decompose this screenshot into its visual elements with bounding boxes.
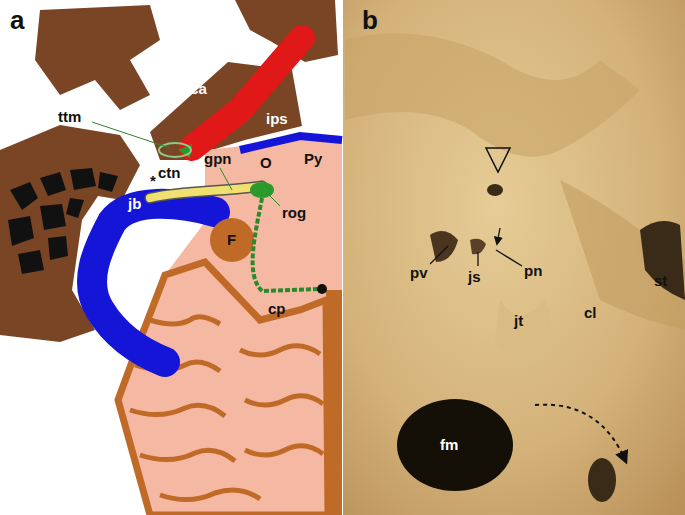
leader-line — [430, 246, 448, 264]
condylar-hole — [588, 458, 616, 502]
panel-letter: a — [10, 6, 24, 34]
air-cell — [18, 250, 44, 274]
brain-region — [118, 138, 342, 515]
air-cell — [70, 168, 96, 190]
nerve-end — [317, 284, 327, 294]
foramen-hole — [430, 231, 458, 262]
jugular-tubercle — [495, 300, 551, 363]
dashed-arrow — [535, 405, 626, 462]
leader-lines — [92, 122, 280, 206]
folium — [130, 405, 225, 416]
nerve-outline — [150, 186, 262, 198]
folium — [245, 396, 323, 405]
leader-lines — [430, 228, 522, 266]
carotid-artery — [192, 38, 302, 148]
petrosal-sinus — [240, 136, 342, 150]
bone-shape — [35, 5, 160, 110]
foramen-hole — [470, 239, 486, 255]
cerebellum — [118, 262, 328, 515]
canal-hole — [487, 184, 503, 196]
air-cell — [48, 236, 68, 260]
air-cell — [8, 216, 34, 246]
air-cell — [10, 182, 38, 210]
folium — [240, 346, 320, 355]
triangle-marker — [486, 148, 510, 172]
part-label: st — [654, 272, 667, 289]
air-cell — [40, 172, 66, 196]
folium — [140, 450, 235, 461]
part-label: ica — [186, 80, 207, 97]
air-cell — [40, 204, 66, 230]
sinus-groove — [640, 221, 685, 300]
part-label: F — [227, 231, 236, 248]
photo-ground — [343, 0, 685, 515]
panel-ground — [0, 0, 342, 515]
part-label: cl — [584, 304, 597, 321]
bone-ridge — [345, 33, 640, 156]
ctn-ring — [159, 143, 191, 157]
bone-strip — [326, 290, 342, 515]
cp-nerve — [253, 198, 318, 291]
leader-line — [92, 122, 170, 148]
foramen — [210, 218, 254, 262]
folium — [150, 317, 220, 324]
part-label: O — [260, 154, 272, 171]
part-label: js — [468, 268, 481, 285]
nerve-plexus — [250, 182, 274, 198]
part-label: * — [150, 172, 156, 189]
air-cell — [98, 172, 118, 192]
part-label: ips — [266, 110, 288, 127]
leader-line — [220, 168, 232, 190]
part-label: pn — [524, 262, 542, 279]
air-cell — [66, 198, 84, 218]
part-label: pv — [410, 264, 428, 281]
arrow — [497, 228, 500, 244]
part-label: ctn — [158, 164, 181, 181]
part-label: jt — [514, 312, 523, 329]
nerve — [150, 186, 262, 198]
part-label: jb — [128, 195, 141, 212]
bone-ridge — [560, 180, 685, 330]
jugular-bulb — [92, 204, 215, 362]
part-label: gpn — [204, 150, 232, 167]
folium — [245, 446, 323, 455]
part-label: ttm — [58, 108, 81, 125]
panel-letter: b — [362, 6, 378, 34]
leader-line — [477, 252, 478, 266]
leader-line — [496, 250, 522, 266]
part-label: Py — [304, 150, 322, 167]
leader-line — [268, 194, 280, 206]
folium — [160, 490, 260, 499]
part-label: rog — [282, 204, 306, 221]
part-label: cp — [268, 300, 286, 317]
foramen-magnum — [397, 399, 513, 491]
part-label: fm — [440, 436, 458, 453]
